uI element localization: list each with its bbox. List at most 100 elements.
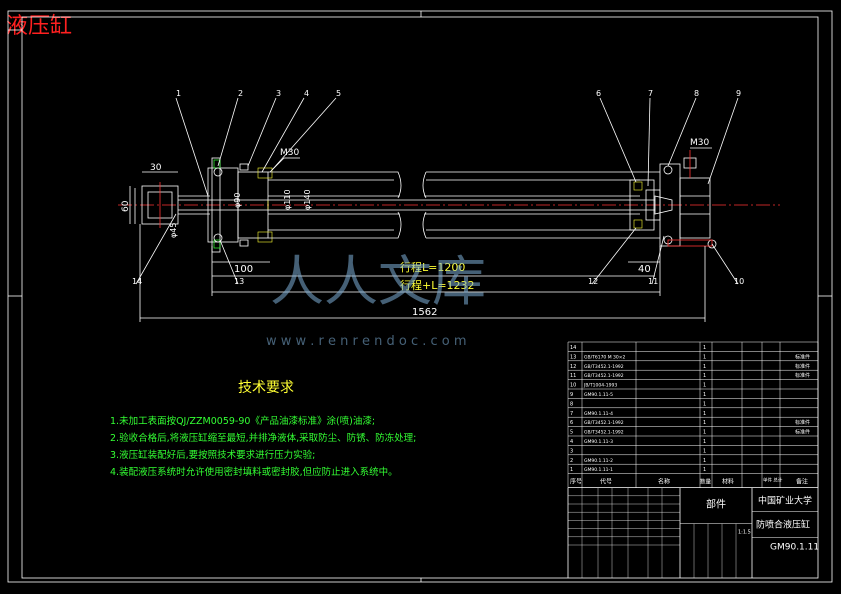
- header-no: 序号: [570, 478, 582, 486]
- balloon-3: 3: [276, 89, 281, 98]
- dim-phi110: φ110: [283, 189, 292, 210]
- part-qty: 1: [703, 430, 706, 436]
- front-cap: [207, 157, 273, 253]
- balloon-4: 4: [304, 89, 309, 98]
- dim-40: 40: [638, 264, 651, 275]
- balloon-11: 11: [648, 277, 658, 286]
- balloon-leaders: [135, 97, 739, 285]
- part-code: GB/T3452.1-1992: [584, 373, 624, 379]
- balloon-6: 6: [596, 89, 601, 98]
- part-number: 10: [570, 383, 576, 389]
- part-code: JB/T1004-1993: [583, 383, 617, 389]
- title-drawing-name: 防喷合液压缸: [756, 519, 810, 531]
- outer-border: [7, 10, 833, 583]
- header-qty: 数量: [700, 478, 712, 486]
- part-qty: 1: [703, 458, 706, 464]
- tech-heading: 技术要求: [238, 380, 294, 396]
- balloon-9: 9: [736, 89, 741, 98]
- part-qty: 1: [703, 383, 706, 389]
- dim-m30: M30: [280, 148, 299, 158]
- part-number: 9: [570, 392, 573, 398]
- part-number: 12: [570, 364, 576, 370]
- part-qty: 1: [703, 439, 706, 445]
- balloon-8: 8: [694, 89, 699, 98]
- part-note: 标准件: [795, 429, 810, 436]
- part-number: 5: [570, 430, 573, 436]
- part-qty: 1: [703, 467, 706, 473]
- balloon-10: 10: [734, 277, 744, 286]
- balloon-1: 1: [176, 89, 181, 98]
- part-code: GM90.1.11-1: [584, 467, 613, 473]
- part-number: 3: [570, 448, 573, 454]
- part-qty: 1: [703, 411, 706, 417]
- part-code: GB/T6170 M 30×2: [584, 354, 626, 360]
- balloon-14: 14: [132, 277, 142, 286]
- drawing-title: 液压缸: [6, 14, 72, 39]
- part-code: GM90.1.11-2: [584, 458, 613, 464]
- part-qty: 1: [703, 373, 706, 379]
- dim-phi140: φ140: [303, 189, 312, 210]
- inner-frame: [21, 16, 819, 579]
- part-code: GB/T3452.1-1992: [584, 364, 624, 370]
- title-part-label: 部件: [706, 498, 726, 511]
- dimension-lines: [129, 147, 712, 322]
- part-number: 11: [570, 373, 576, 379]
- header-name: 名称: [658, 478, 670, 486]
- part-number: 2: [570, 458, 573, 464]
- balloon-12: 12: [588, 277, 598, 286]
- title-school: 中国矿业大学: [758, 495, 812, 507]
- dim-total-1562: 1562: [412, 307, 437, 318]
- tech-line: 3.液压缸装配好后,要按照技术要求进行压力实验;: [110, 449, 315, 461]
- part-qty: 1: [703, 448, 706, 454]
- dim-30: 30: [150, 163, 162, 173]
- tech-line: 1.未加工表面按QJ/ZZM0059-90《产品油漆标准》涂(喷)油漆;: [110, 415, 375, 427]
- balloon-2: 2: [238, 89, 243, 98]
- dim-phi90: φ90: [233, 193, 242, 208]
- tech-lines: 1.未加工表面按QJ/ZZM0059-90《产品油漆标准》涂(喷)油漆; 2.验…: [110, 415, 416, 478]
- dim-45: φ45: [169, 223, 178, 238]
- header-code: 代号: [600, 478, 612, 486]
- header-material: 材料: [722, 478, 734, 486]
- dim-m30-right: M30: [690, 138, 709, 148]
- part-qty: 1: [703, 364, 706, 370]
- balloon-numbers: 1 2 3 4 5 6 7 8 9 10 11 12 13 14: [132, 89, 744, 286]
- dim-stroke-1200: 行程L=1200: [400, 261, 465, 274]
- dim-60: 60: [121, 200, 131, 212]
- watermark-brand: 人人文库: [270, 250, 486, 313]
- part-qty: 1: [703, 401, 706, 407]
- part-code: GB/T3452.1-1992: [584, 430, 624, 436]
- part-number: 14: [570, 345, 576, 351]
- part-code: GM90.1.11-5: [584, 392, 613, 398]
- part-qty: 1: [703, 354, 706, 360]
- tech-line: 2.验收合格后,将液压缸缩至最短,并排净液体,采取防尘、防锈、防冻处理;: [110, 432, 416, 444]
- part-code: GB/T3452.1-1992: [584, 420, 624, 426]
- part-code: GM90.1.11-4: [584, 411, 613, 417]
- part-qty: 1: [703, 392, 706, 398]
- rear-cap: [659, 150, 717, 249]
- part-note: 标准件: [795, 372, 810, 379]
- dim-stroke-1232: 行程+L=1232: [400, 279, 475, 292]
- title-drawing-number: GM90.1.11: [770, 543, 819, 553]
- balloon-5: 5: [336, 89, 341, 98]
- part-number: 7: [570, 411, 573, 417]
- balloon-7: 7: [648, 89, 653, 98]
- header-note: 备注: [796, 478, 808, 486]
- watermark-url: w w w . r e n r e n d o c . c o m: [266, 334, 467, 349]
- part-qty: 1: [703, 420, 706, 426]
- part-code: GM90.1.11-3: [584, 439, 613, 445]
- dim-100: 100: [234, 264, 253, 275]
- part-number: 6: [570, 420, 573, 426]
- frame-ticks: [8, 11, 832, 582]
- title-scale: 1:1.5: [738, 530, 751, 536]
- part-number: 1: [570, 467, 573, 473]
- part-number: 8: [570, 401, 573, 407]
- part-note: 标准件: [795, 363, 810, 370]
- part-note: 标准件: [795, 419, 810, 426]
- tech-line: 4.装配液压系统时允许使用密封填料或密封胶,但应防止进入系统中。: [110, 466, 398, 478]
- part-number: 4: [570, 439, 573, 445]
- part-number: 13: [570, 354, 576, 360]
- header-weight: 单件 总计: [763, 477, 783, 484]
- rod-end-eye: [134, 182, 210, 228]
